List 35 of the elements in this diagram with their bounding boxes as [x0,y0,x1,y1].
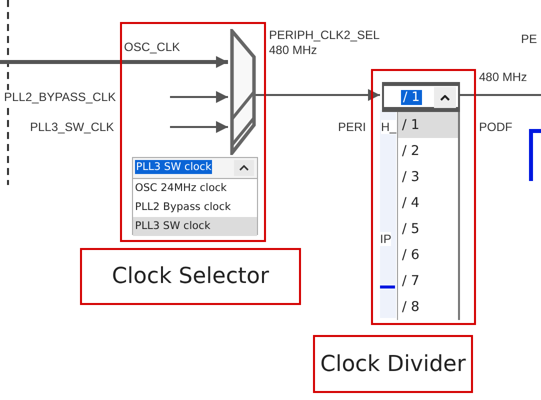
arrow [254,89,380,101]
signal-label: PE [521,32,538,46]
dropdown-option: PLL2 Bypass clock [133,198,257,217]
signal-label: H_ [381,120,396,134]
dropdown-option: / 3 [398,164,458,190]
highlight-frame [120,22,266,242]
signal-label: 480 MHz [479,70,528,84]
multiplexer-symbol [230,29,256,155]
dropdown-option: / 4 [398,190,458,216]
signal-label: PERI [338,120,366,134]
selected-option: / 1 [401,90,422,105]
selected-option: PLL3 SW clock [135,160,212,174]
signal-label: OSC_CLK [124,40,180,54]
highlight-frame [371,69,476,325]
signal-label: PERIPH_CLK2_SEL [269,28,380,42]
signal-label: IP [380,232,392,246]
signal-label: PODF [479,120,512,134]
arrow [0,56,228,68]
arrow [170,121,228,133]
caption-box [313,335,473,393]
dropdown-option: / 7 [398,268,458,294]
caption-text: Clock Selector [112,264,270,289]
caption-text: Clock Divider [320,352,466,376]
arrow [170,91,228,103]
signal-label: 480 MHz [269,43,318,57]
dropdown-option: OSC 24MHz clock [133,179,257,198]
dropdown-option: / 2 [398,138,458,164]
signal-label: PLL2_BYPASS_CLK [4,90,116,104]
dropdown-option: / 5 [398,216,458,242]
dropdown-option: / 8 [398,294,458,320]
caption-box [80,248,301,305]
dropdown-option: PLL3 SW clock [133,217,257,236]
signal-label: PLL3_SW_CLK [30,120,114,134]
dropdown-option: / 1 [398,112,458,138]
dropdown-option: / 6 [398,242,458,268]
